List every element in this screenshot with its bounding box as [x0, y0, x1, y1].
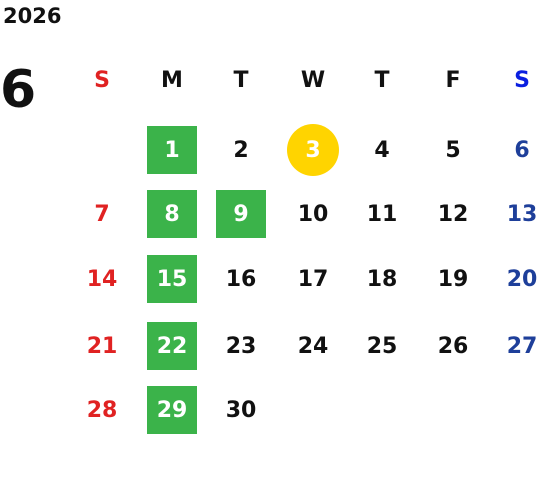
weekday-header-saturday: S	[514, 67, 530, 93]
weekday-header-sunday: S	[94, 67, 110, 93]
weekday-header-monday: M	[161, 67, 183, 93]
date-cell[interactable]: 21	[86, 333, 118, 359]
date-cell[interactable]: 4	[374, 137, 390, 163]
date-cell-today[interactable]: 3	[287, 124, 339, 176]
weekday-header-wednesday: W	[300, 67, 326, 93]
date-cell[interactable]: 14	[86, 266, 118, 292]
date-cell[interactable]: 30	[225, 397, 257, 423]
date-cell[interactable]: 19	[437, 266, 469, 292]
date-cell[interactable]: 24	[297, 333, 329, 359]
date-cell[interactable]: 27	[506, 333, 538, 359]
month-label: 6	[0, 60, 37, 120]
date-cell[interactable]: 6	[514, 137, 530, 163]
date-cell[interactable]: 16	[225, 266, 257, 292]
weekday-header-friday: F	[445, 67, 461, 93]
date-cell[interactable]: 28	[86, 397, 118, 423]
date-cell[interactable]: 20	[506, 266, 538, 292]
date-cell[interactable]: 23	[225, 333, 257, 359]
date-cell[interactable]: 7	[94, 201, 110, 227]
date-cell[interactable]: 13	[506, 201, 538, 227]
date-cell[interactable]: 12	[437, 201, 469, 227]
date-cell-highlighted[interactable]: 15	[147, 255, 197, 303]
date-cell[interactable]: 11	[366, 201, 398, 227]
weekday-header-thursday: T	[374, 67, 390, 93]
weekday-header-tuesday: T	[233, 67, 249, 93]
date-cell[interactable]: 17	[297, 266, 329, 292]
date-cell[interactable]: 2	[233, 137, 249, 163]
date-cell[interactable]: 10	[297, 201, 329, 227]
date-cell[interactable]: 5	[445, 137, 461, 163]
date-cell-highlighted[interactable]: 22	[147, 322, 197, 370]
date-cell-highlighted[interactable]: 8	[147, 190, 197, 238]
date-cell[interactable]: 18	[366, 266, 398, 292]
year-label: 2026	[3, 4, 62, 28]
date-cell-highlighted[interactable]: 1	[147, 126, 197, 174]
date-cell[interactable]: 26	[437, 333, 469, 359]
date-cell[interactable]: 25	[366, 333, 398, 359]
date-cell-highlighted[interactable]: 9	[216, 190, 266, 238]
date-cell-highlighted[interactable]: 29	[147, 386, 197, 434]
